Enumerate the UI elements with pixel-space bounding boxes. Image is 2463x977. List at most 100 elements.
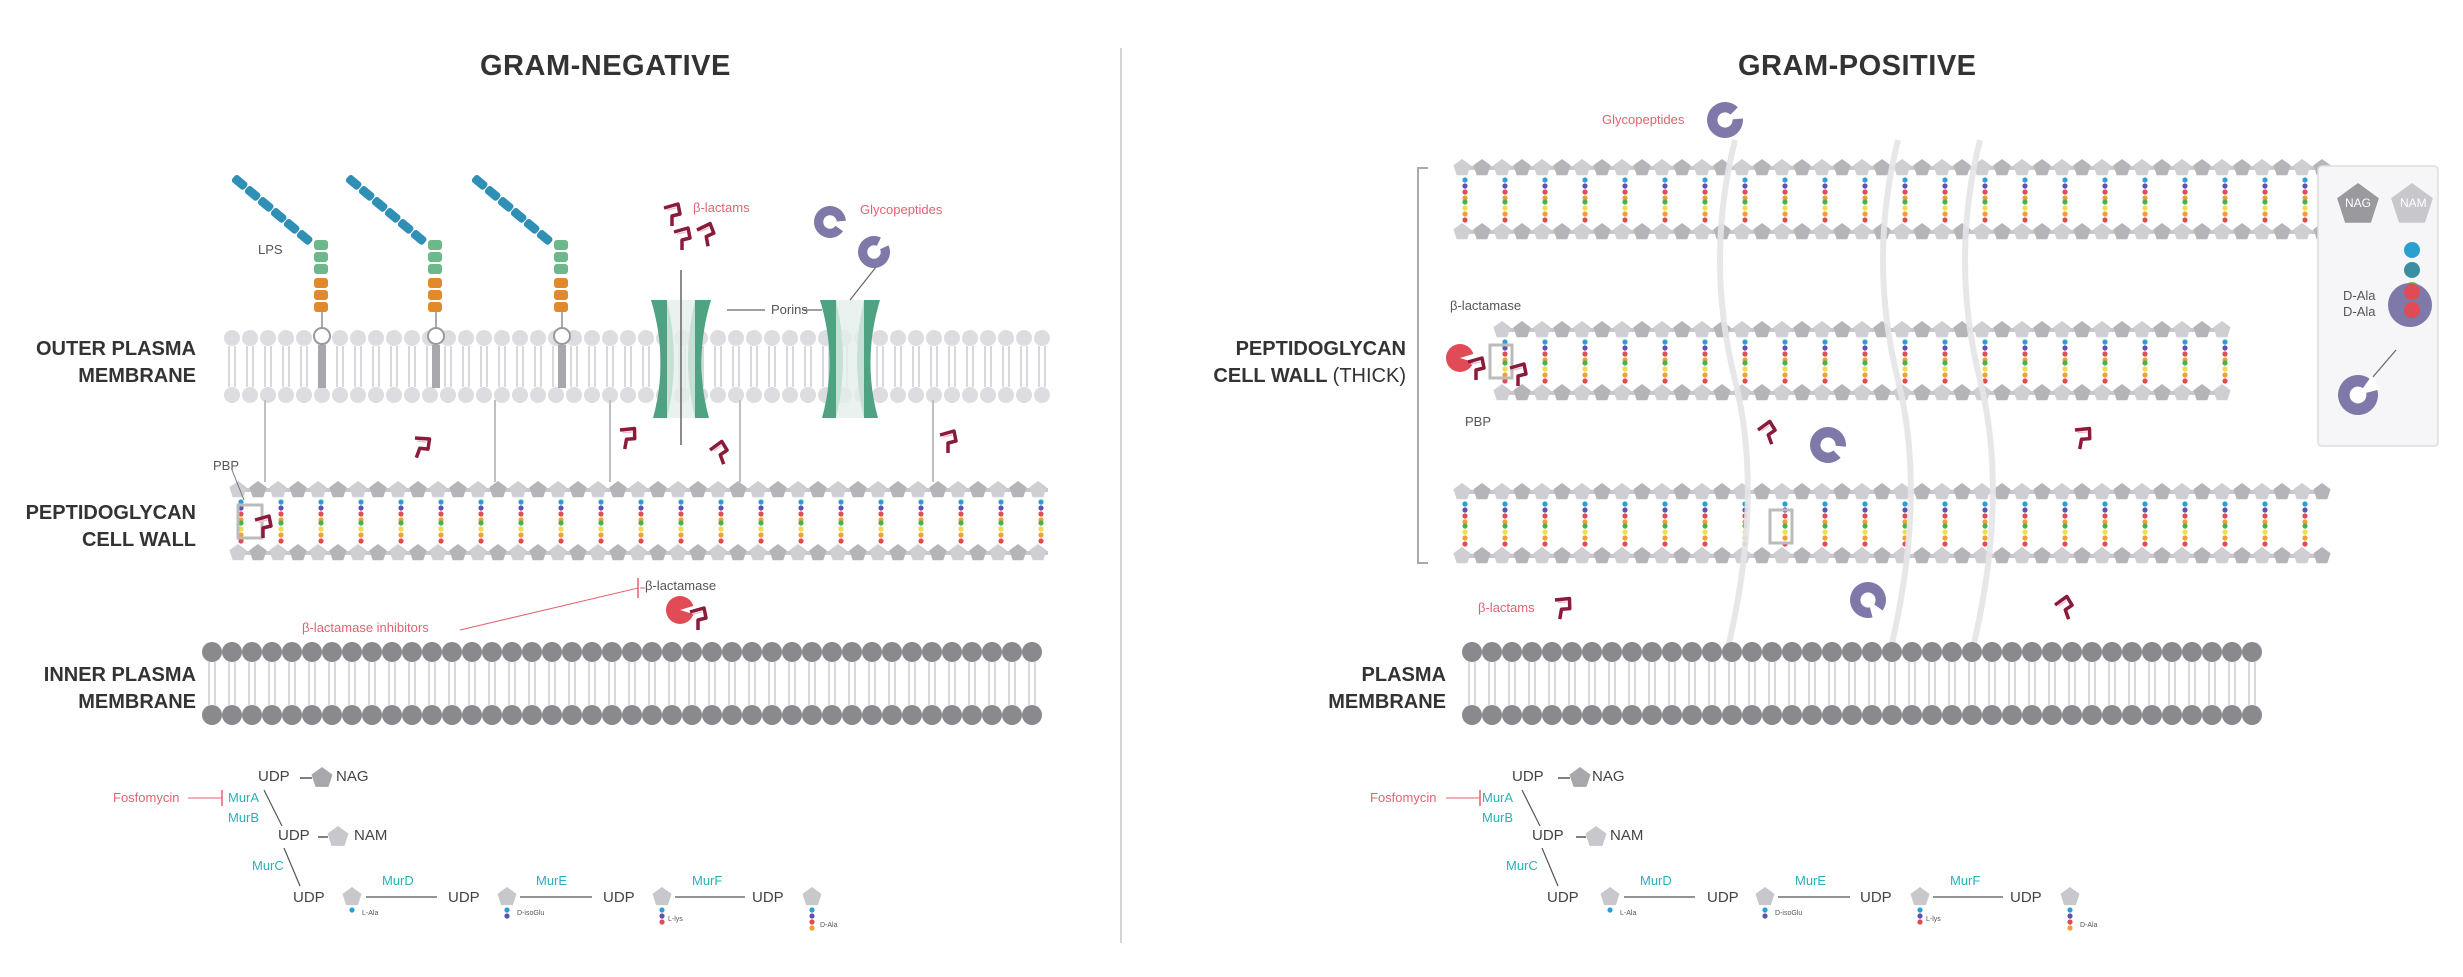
gn-mura-label: MurA (228, 790, 260, 805)
gp-llys-label: L-lys (1926, 916, 1941, 923)
gp-pbp-label: PBP (1465, 414, 1492, 429)
gn-udp-5: UDP (603, 889, 635, 906)
gp-udp-5: UDP (1860, 889, 1892, 906)
gp-blactam-2 (2074, 426, 2092, 450)
gp-udp-1: UDP (1512, 768, 1544, 785)
gp-nag-label: NAG (1592, 768, 1625, 785)
gn-mure-label: MurE (536, 873, 568, 888)
gn-udp-sugar-1 (342, 887, 362, 906)
gp-murf-label: MurF (1950, 873, 1981, 888)
gn-b-lactams-label: β-lactams (693, 200, 750, 215)
gn-udp-6: UDP (752, 889, 784, 906)
gp-arrow-2 (1541, 847, 1559, 887)
inner-membrane-label: INNER PLASMA MEMBRANE (20, 662, 196, 716)
gn-blactam-7 (939, 429, 958, 453)
gn-nag-label: NAG (336, 768, 369, 785)
porin-2 (820, 300, 880, 418)
outer-membrane (224, 330, 1050, 403)
gn-peptidoglycan-label: PEPTIDOGLYCAN CELL WALL (10, 500, 196, 554)
gp-udp-4: UDP (1707, 889, 1739, 906)
gp-blactam-3 (1554, 596, 1572, 620)
gn-udp-sugar-2 (497, 887, 517, 906)
gn-glycopeptides-label: Glycopeptides (860, 202, 943, 217)
gp-murd-label: MurD (1640, 873, 1672, 888)
plasma-membrane-line2: MEMBRANE (1328, 691, 1446, 713)
legend-nag-label: NAG (2345, 196, 2372, 210)
gn-arrow-1 (263, 789, 283, 827)
legend-residue-1 (2404, 242, 2420, 258)
gn-udp-sugar-3 (652, 887, 672, 906)
center-divider (1120, 48, 1122, 943)
gp-dglu-label: D-isoGlu (1775, 910, 1803, 917)
gp-udp-3: UDP (1547, 889, 1579, 906)
gp-blactam-bound (1467, 356, 1486, 380)
legend-nam-shape (2391, 183, 2433, 223)
gn-dala-label: D-Ala (820, 922, 838, 929)
gp-peptidoglycan-line1: PEPTIDOGLYCAN (1235, 338, 1406, 360)
gn-llys-label: L-lys (668, 916, 683, 923)
plasma-membrane-label: PLASMA MEMBRANE (1250, 662, 1446, 716)
gp-mura-label: MurA (1482, 790, 1514, 805)
gp-pg-layer-2 (1493, 321, 2231, 401)
outer-membrane-label: OUTER PLASMA MEMBRANE (20, 336, 196, 390)
gn-fosfomycin-label: Fosfomycin (113, 790, 180, 805)
lps-1 (231, 175, 331, 388)
gn-nam-label: NAM (354, 827, 388, 844)
inner-membrane-line1: INNER PLASMA (43, 664, 196, 686)
lps-2 (345, 175, 445, 388)
gn-blactam-2 (673, 226, 692, 250)
gp-nam-label: NAM (1610, 827, 1644, 844)
gp-nam-shape (1585, 826, 1607, 846)
legend-d-ala-2: D-Ala (2343, 304, 2376, 319)
plasma-membrane-line1: PLASMA (1361, 664, 1446, 686)
gn-pathway (188, 767, 822, 931)
plasma-membrane (1462, 642, 2262, 725)
porins-label: Porins (771, 302, 808, 317)
gp-pbp-box (1488, 343, 1514, 380)
gn-arrow-2 (283, 847, 301, 887)
gp-udp-sugar-4 (2060, 887, 2080, 906)
legend-arrow (2371, 349, 2397, 379)
teichoic-strand-2 (1880, 139, 1914, 661)
gp-nag-shape (1569, 767, 1591, 787)
gn-peptidoglycan-line1: PEPTIDOGLYCAN (25, 502, 196, 524)
gp-glycopeptides-label: Glycopeptides (1602, 112, 1685, 127)
gp-glyco-1 (1707, 102, 1746, 138)
legend-glyco-free (2338, 375, 2381, 415)
gp-udp-2: UDP (1532, 827, 1564, 844)
gn-nam-shape (327, 826, 349, 846)
legend-nag-shape (2337, 183, 2379, 223)
inner-membrane-line2: MEMBRANE (78, 691, 196, 713)
gram-negative-title: GRAM-NEGATIVE (480, 50, 731, 82)
gp-arrow-1 (1521, 789, 1541, 827)
gn-blactam-6 (708, 439, 729, 465)
outer-membrane-line2: MEMBRANE (78, 365, 196, 387)
outer-membrane-line1: OUTER PLASMA (36, 338, 196, 360)
gn-glyco-2 (858, 234, 891, 268)
inhibitor-line (459, 587, 639, 631)
gn-blactam-pbp (254, 514, 273, 538)
legend-dala-1 (2404, 284, 2420, 300)
gp-udp-6: UDP (2010, 889, 2042, 906)
legend-dala-2 (2404, 302, 2420, 318)
gn-pbp-label: PBP (213, 458, 240, 473)
gp-glyco-2 (1810, 427, 1850, 463)
gp-udp-sugar-1 (1600, 887, 1620, 906)
gp-bracket (1417, 167, 1428, 564)
gn-murc-label: MurC (252, 858, 284, 873)
gn-blactam-3 (696, 221, 716, 247)
gn-blactam-4 (414, 436, 432, 459)
teichoic-strand-1 (1717, 139, 1751, 661)
gn-blactam-5 (619, 426, 637, 450)
gn-murb-label: MurB (228, 810, 260, 825)
gn-glyco-1 (814, 206, 850, 238)
gp-peptidoglycan-label: PEPTIDOGLYCAN CELL WALL (THICK) (1170, 336, 1406, 390)
legend-nam-label: NAM (2400, 196, 2427, 210)
gn-udp-2: UDP (278, 827, 310, 844)
gn-udp-3: UDP (293, 889, 325, 906)
gp-udp-sugar-2 (1755, 887, 1775, 906)
teichoic-strand-3 (1962, 139, 1996, 661)
gn-b-lactamase-label: β-lactamase (645, 578, 717, 593)
